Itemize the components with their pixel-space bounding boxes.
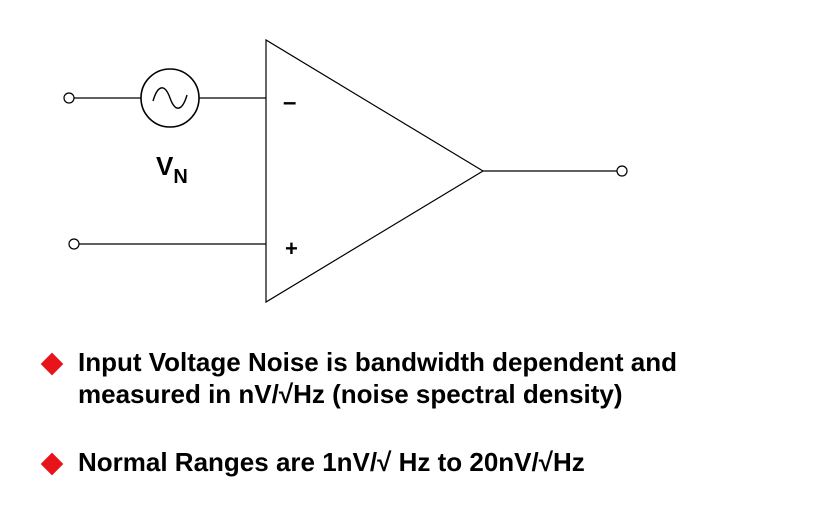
bullet-item: Input Voltage Noise is bandwidth depende… (40, 346, 800, 410)
inverting-input-terminal (63, 92, 75, 104)
op-amp-triangle (265, 38, 485, 304)
output-terminal (616, 165, 628, 177)
bullet-item: Normal Ranges are 1nV/√ Hz to 20nV/√Hz (40, 446, 800, 478)
non-inverting-input-terminal (68, 238, 80, 250)
source-label: VN (156, 151, 188, 188)
bullet-text: Input Voltage Noise is bandwidth depende… (78, 347, 677, 409)
bullet-text: Normal Ranges are 1nV/√ Hz to 20nV/√Hz (78, 447, 585, 477)
source-label-sub: N (173, 166, 187, 188)
op-amp-circuit-diagram: VN – + (63, 38, 628, 304)
diamond-bullet-icon (40, 452, 64, 476)
plus-sign: + (285, 236, 298, 261)
source-label-main: V (156, 151, 174, 181)
diamond-bullet-icon (40, 352, 64, 376)
bullet-list: Input Voltage Noise is bandwidth depende… (40, 346, 800, 514)
ac-source-icon (140, 68, 200, 128)
minus-sign: – (283, 89, 296, 116)
